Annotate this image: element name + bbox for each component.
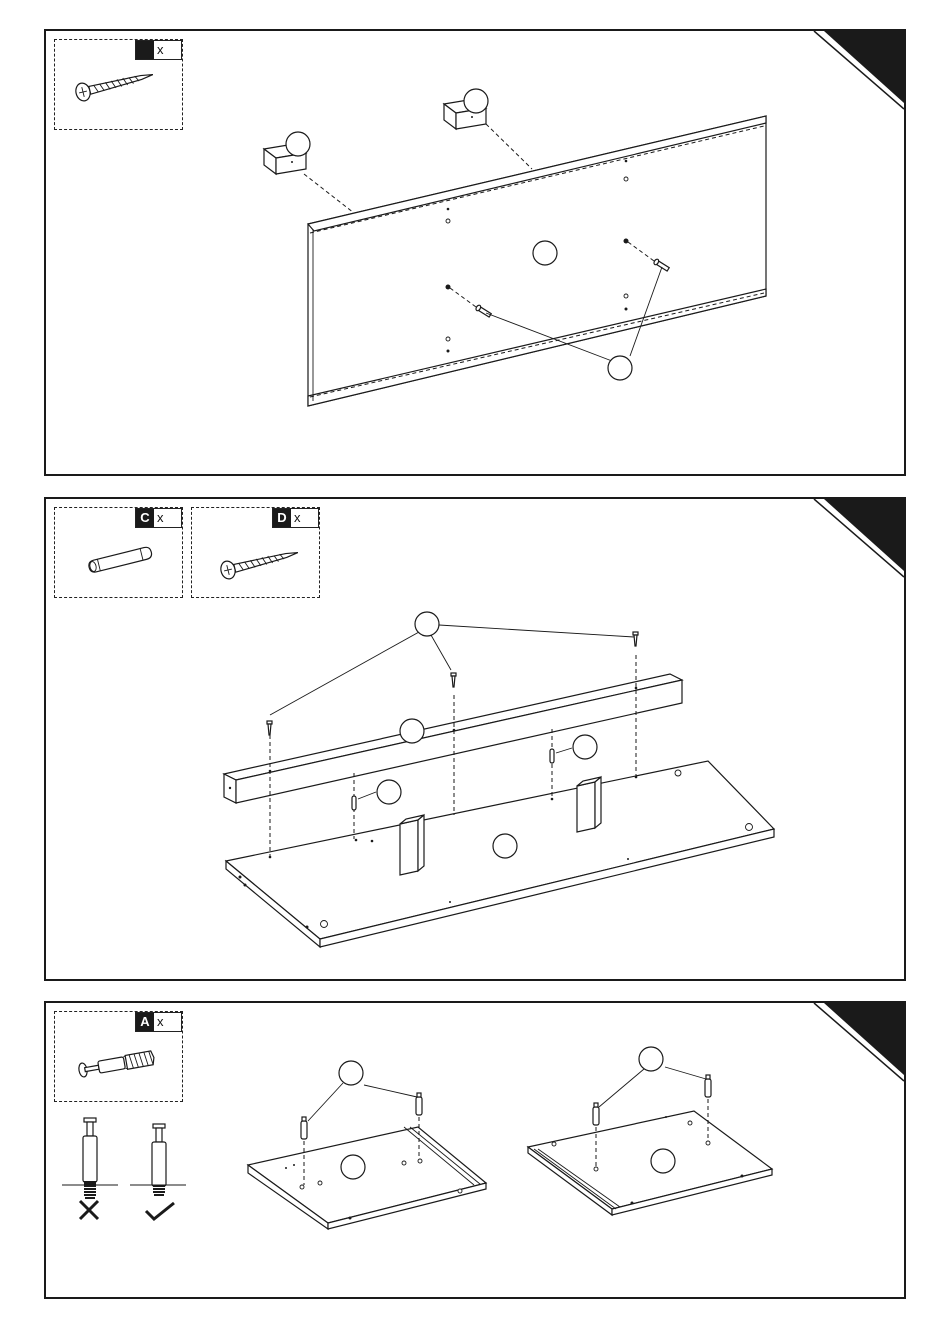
callout-circle: [493, 834, 517, 858]
support-block-right: [577, 777, 601, 832]
screw-2: [451, 673, 456, 687]
callout-circle: [400, 719, 424, 743]
assembly-step-1: x: [44, 29, 906, 476]
callout-circle: [651, 1149, 675, 1173]
step-3-illustration: [46, 1003, 906, 1299]
assembly-step-2: C x D x: [44, 497, 906, 981]
support-block-left: [400, 815, 424, 875]
dowel-2: [550, 749, 554, 763]
callout-circle: [341, 1155, 365, 1179]
step-1-illustration: [46, 31, 906, 476]
callout-circle: [286, 132, 310, 156]
callout-circle: [608, 356, 632, 380]
screw-1: [267, 721, 272, 735]
callout-circle: [573, 735, 597, 759]
callout-circle: [464, 89, 488, 113]
callout-circle: [377, 780, 401, 804]
cam-bolt-4: [705, 1075, 711, 1097]
cam-bolt-1: [301, 1117, 307, 1139]
step-2-illustration: [46, 499, 906, 981]
callout-circle: [639, 1047, 663, 1071]
callout-circle: [533, 241, 557, 265]
dowel-1: [352, 796, 356, 810]
side-panel-left: [248, 1127, 486, 1229]
screw-3: [633, 632, 638, 646]
assembly-step-3: A x: [44, 1001, 906, 1299]
callout-circle: [415, 612, 439, 636]
cam-bolt-3: [593, 1103, 599, 1125]
callout-circle: [339, 1061, 363, 1085]
cam-bolt-2: [416, 1093, 422, 1115]
side-panel-right: [528, 1111, 772, 1215]
